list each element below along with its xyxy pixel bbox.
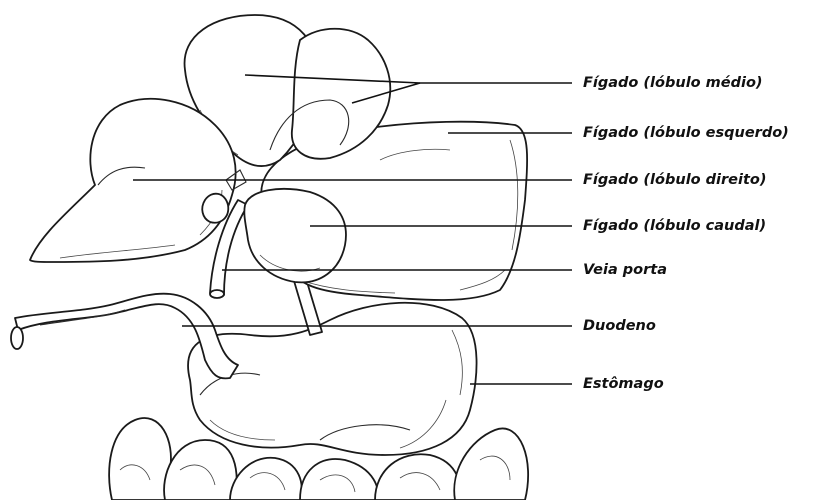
label-estomago: Estômago	[583, 375, 664, 393]
liver-caudal-lobe-drawing	[244, 189, 346, 282]
label-figado-lobulo-caudal: Fígado (lóbulo caudal)	[583, 217, 766, 235]
label-figado-lobulo-medio: Fígado (lóbulo médio)	[583, 74, 763, 92]
label-duodeno: Duodeno	[583, 317, 656, 335]
label-veia-porta: Veia porta	[583, 261, 667, 279]
label-figado-lobulo-esquerdo: Fígado (lóbulo esquerdo)	[583, 124, 789, 142]
label-figado-lobulo-direito: Fígado (lóbulo direito)	[583, 171, 767, 189]
